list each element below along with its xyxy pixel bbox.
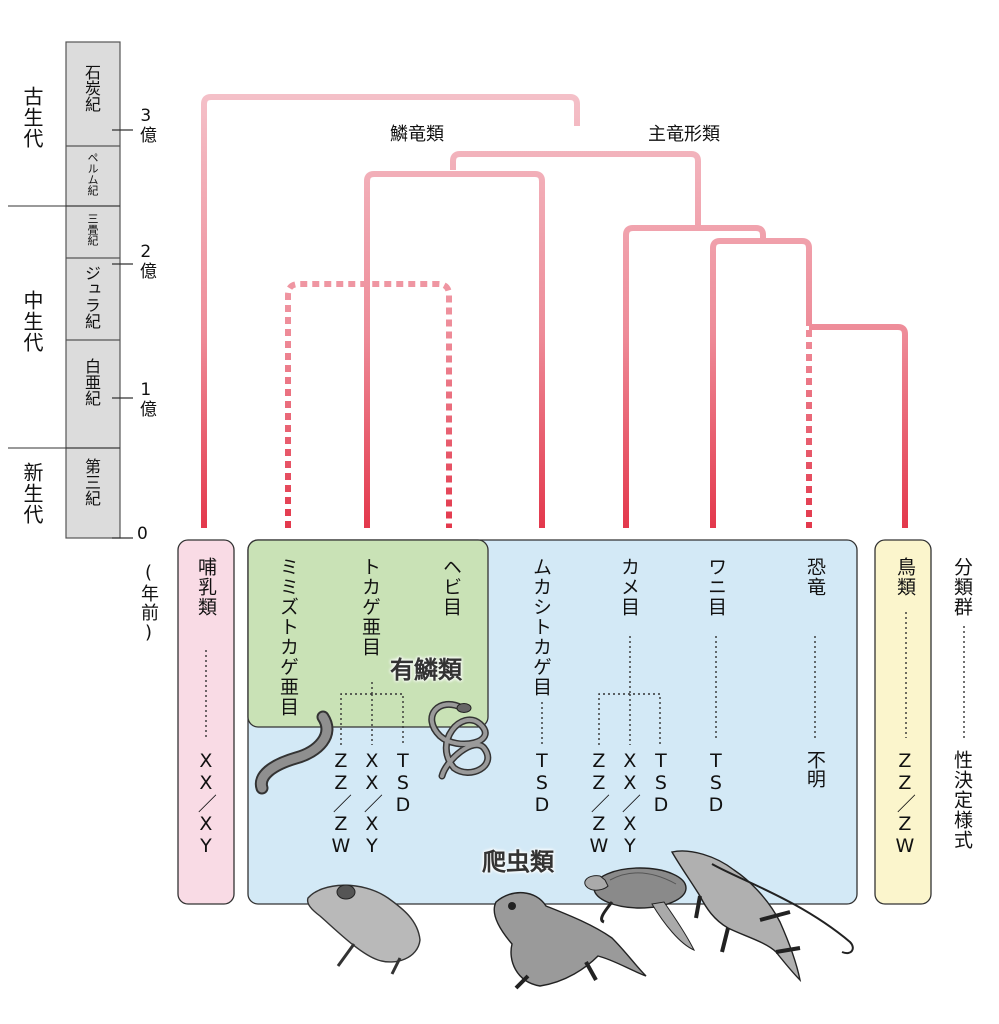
- sexdet-dinosaurs: 不明: [803, 750, 826, 788]
- sea-turtle-icon: [584, 867, 696, 951]
- sexdet-squamates-xy: XX／XY: [360, 750, 383, 857]
- taxon-snakes: ヘビ目: [439, 557, 462, 617]
- taxon-birds: 鳥類: [893, 557, 916, 597]
- sexdet-turtles-zw: ZZ／ZW: [587, 750, 610, 857]
- squamate-box: [247, 539, 489, 728]
- taxon-turtles: カメ目: [617, 557, 640, 617]
- sexdet-tuatara: TSD: [530, 750, 553, 816]
- branch-birds: [809, 324, 908, 528]
- group-label-reptilia: 爬虫類: [482, 848, 554, 876]
- period-triassic: 三畳紀: [86, 213, 99, 246]
- era-cenozoic: 新生代: [20, 462, 44, 525]
- period-jurassic: ジュラ紀: [82, 265, 101, 329]
- branch-reptiles: [450, 151, 701, 228]
- branch-archosaurs: [710, 238, 812, 528]
- sexdet-mammals: XX／XY: [194, 750, 217, 857]
- sexdet-turtles-xy: XX／XY: [618, 750, 641, 857]
- branch-archosauromorphs: [623, 225, 766, 528]
- crocodile-icon: [670, 850, 854, 983]
- clade-lepidosauria: 鱗竜類: [390, 124, 444, 145]
- taxon-tuatara: ムカシトカゲ目: [529, 557, 552, 697]
- sexdet-squamates-zw: ZZ／ZW: [329, 750, 352, 857]
- group-label-squamata: 有鱗類: [390, 656, 462, 684]
- tuatara-icon: [493, 891, 647, 990]
- bird-box: [874, 539, 932, 905]
- sexdet-crocodiles: TSD: [704, 750, 727, 816]
- snake-icon: [428, 700, 492, 780]
- axis-unit-label: (年前): [138, 562, 159, 644]
- clade-archosauromorpha: 主竜形類: [648, 124, 720, 145]
- taxon-amphisbaenia: ミミズトカゲ亜目: [276, 557, 299, 717]
- axis-label-taxon-group: 分類群: [950, 557, 973, 617]
- tick-200ma: 2億: [135, 242, 156, 279]
- phylogenetic-tree: [201, 94, 908, 528]
- era-mesozoic: 中生代: [20, 290, 44, 353]
- tick-300ma: 3億: [135, 106, 156, 143]
- taxon-crocodiles: ワニ目: [704, 557, 727, 617]
- branch-mammals: [201, 94, 580, 528]
- period-tertiary: 第三紀: [82, 458, 101, 506]
- worm-lizard-icon: [254, 710, 334, 795]
- tick-100ma: 1億: [135, 380, 156, 417]
- taxon-lizards: トカゲ亜目: [358, 557, 381, 657]
- sexdet-squamates-tsd: TSD: [391, 750, 414, 816]
- sexdet-birds: ZZ／ZW: [893, 750, 916, 857]
- branch-lepidosaurs: [364, 171, 545, 528]
- axis-label-sex-determination: 性決定様式: [950, 750, 973, 850]
- period-permian: ペルム紀: [86, 152, 99, 196]
- period-carboniferous: 石炭紀: [82, 64, 101, 112]
- era-paleozoic: 古生代: [20, 86, 44, 149]
- tick-0: 0: [137, 524, 148, 544]
- taxon-mammals: 哺乳類: [194, 557, 217, 617]
- sexdet-turtles-tsd: TSD: [649, 750, 672, 816]
- gecko-icon: [306, 884, 421, 975]
- dotted-connectors: [205, 612, 965, 745]
- taxon-dinosaurs: 恐竜: [803, 557, 826, 597]
- period-cretaceous: 白亜紀: [82, 358, 101, 406]
- geologic-timescale: [8, 41, 133, 539]
